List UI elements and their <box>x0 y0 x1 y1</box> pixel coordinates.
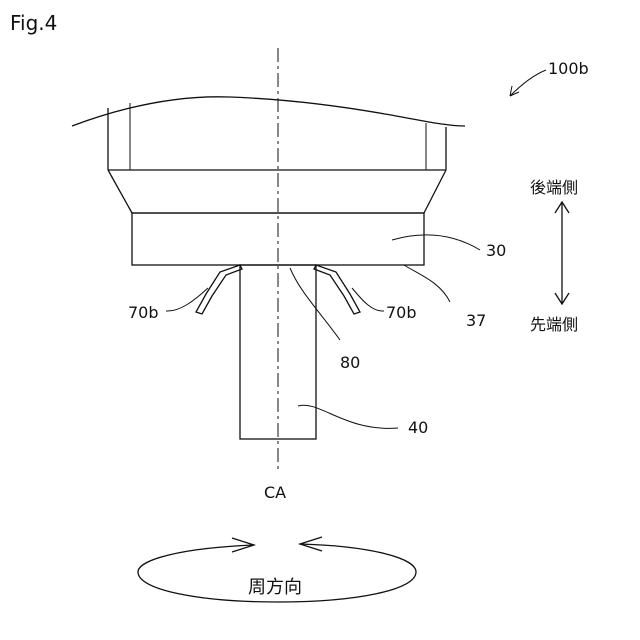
label-circumferential: 周方向 <box>248 577 302 598</box>
label-part-70b-right: 70b <box>386 303 417 322</box>
leader-30 <box>392 235 480 250</box>
label-part-80: 80 <box>340 353 360 372</box>
leader-70b-left <box>166 288 208 311</box>
label-front-side: 先端側 <box>530 315 578 334</box>
label-rear-side: 後端側 <box>530 178 578 197</box>
direction-double-arrow <box>555 202 569 304</box>
label-part-40: 40 <box>408 418 428 437</box>
reference-numeral: 100b <box>548 59 589 78</box>
figure-label: Fig.4 <box>10 11 57 35</box>
left-spring-70b <box>196 265 242 314</box>
leader-40 <box>298 405 398 428</box>
upper-body <box>72 97 465 170</box>
taper-section <box>108 170 446 213</box>
label-axis-ca: CA <box>264 483 286 502</box>
leader-37 <box>404 265 450 302</box>
leader-70b-right <box>352 288 384 311</box>
label-part-37: 37 <box>466 311 486 330</box>
label-part-70b-left: 70b <box>128 303 159 322</box>
reference-arrow <box>510 70 546 96</box>
label-part-30: 30 <box>486 241 506 260</box>
